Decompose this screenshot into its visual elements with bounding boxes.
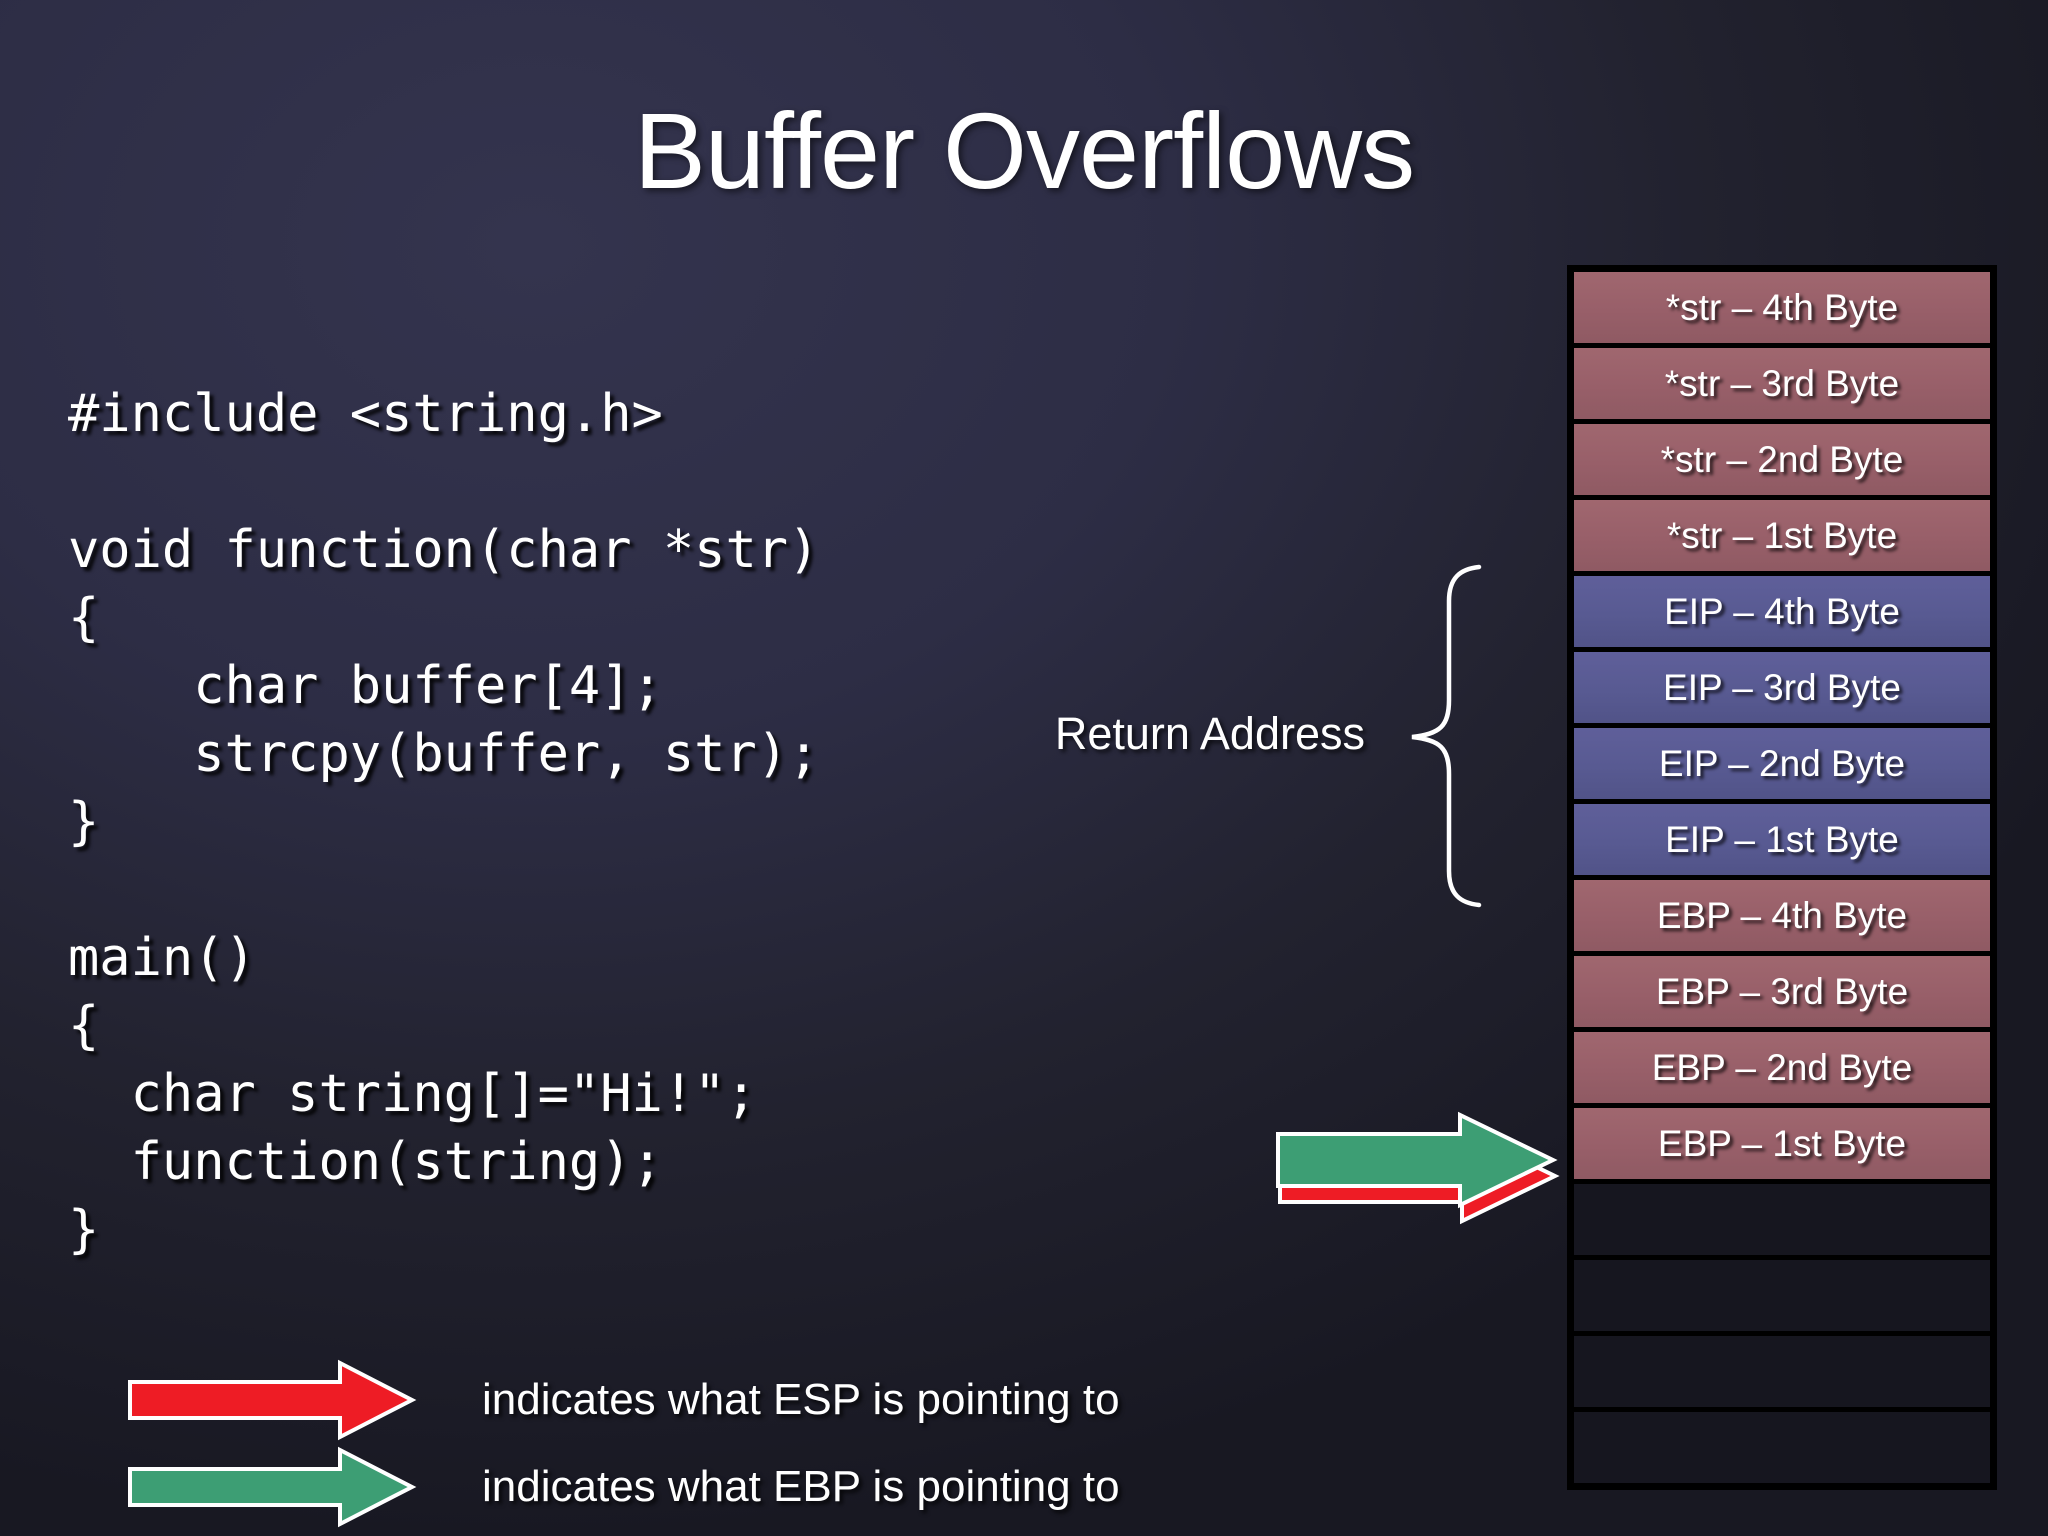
stack-cell-str-4: *str – 4th Byte: [1574, 272, 1990, 348]
stack-cell-eip-3: EIP – 3rd Byte: [1574, 652, 1990, 728]
stack-cell-empty: [1574, 1412, 1990, 1483]
esp-stack-pointer-arrow-icon: [1278, 1127, 1560, 1225]
return-address-brace-icon: [1411, 564, 1482, 908]
stack-cell-ebp-4: EBP – 4th Byte: [1574, 880, 1990, 956]
return-address-label: Return Address: [1054, 708, 1365, 759]
esp-legend-arrow-icon: [128, 1359, 417, 1441]
stack-cell-eip-1: EIP – 1st Byte: [1574, 804, 1990, 880]
stack-cell-empty: [1574, 1336, 1990, 1412]
stack-cell-eip-2: EIP – 2nd Byte: [1574, 728, 1990, 804]
slide-title: Buffer Overflows: [633, 90, 1415, 211]
stack-cell-empty: [1574, 1260, 1990, 1336]
stack-cell-ebp-2: EBP – 2nd Byte: [1574, 1032, 1990, 1108]
ebp-stack-pointer-arrow-icon: [1276, 1111, 1558, 1209]
esp-legend-text: indicates what ESP is pointing to: [482, 1375, 1120, 1424]
ebp-legend-text: indicates what EBP is pointing to: [482, 1462, 1120, 1511]
stack-cell-str-3: *str – 3rd Byte: [1574, 348, 1990, 424]
stack-cell-ebp-1: EBP – 1st Byte: [1574, 1108, 1990, 1184]
stack-cell-ebp-3: EBP – 3rd Byte: [1574, 956, 1990, 1032]
ebp-legend-arrow-icon: [128, 1446, 417, 1528]
stack-cell-str-2: *str – 2nd Byte: [1574, 424, 1990, 500]
stack-cell-str-1: *str – 1st Byte: [1574, 500, 1990, 576]
stack-cell-empty: [1574, 1184, 1990, 1260]
code-block: #include <string.h> void function(char *…: [68, 384, 820, 1260]
stack-diagram: *str – 4th Byte *str – 3rd Byte *str – 2…: [1567, 265, 1997, 1490]
stack-cell-eip-4: EIP – 4th Byte: [1574, 576, 1990, 652]
